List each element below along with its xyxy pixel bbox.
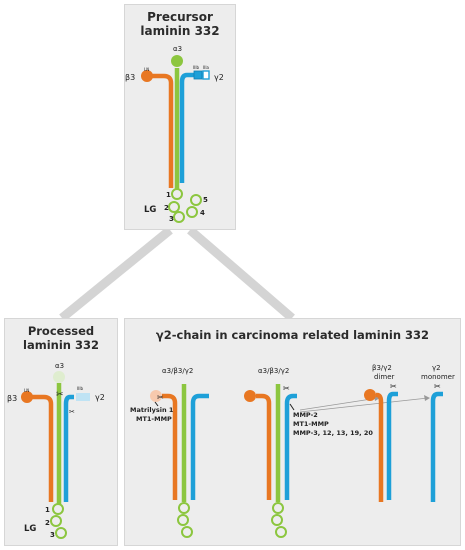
precursor-alpha3-globule — [171, 55, 183, 67]
enzyme-mt1mmp-a: MT1-MMP — [136, 415, 172, 423]
monomer-label-line1: γ2 — [432, 364, 441, 372]
lg-number-3: 3 — [169, 215, 174, 223]
processed-title: Processed laminin 332 — [5, 324, 117, 352]
lg-domain — [275, 526, 287, 538]
lg-number-4: 4 — [200, 209, 205, 217]
carcinoma-trimer-matrilysin: ✂ α3/β3/γ2 Matrilysin 1 MT1-MMP — [130, 367, 209, 538]
trimer1-gamma2-chain — [190, 393, 209, 500]
arrow-to-dimer — [299, 397, 379, 411]
lg-domain — [55, 527, 67, 539]
scissors-icon: ✂ — [157, 393, 164, 402]
enzyme-matrilysin: Matrilysin 1 — [130, 406, 174, 414]
processed-alpha3-cleaved-globule — [53, 371, 65, 383]
lg-domain — [272, 502, 284, 514]
lg-number-2: 2 — [164, 204, 169, 212]
precursor-beta3-globule — [141, 70, 153, 82]
precursor-beta3-domain-label: LN — [144, 67, 149, 72]
dimer-label-line1: β3/γ2 — [372, 364, 392, 372]
carcinoma-panel: γ2-chain in carcinoma related laminin 33… — [124, 318, 461, 546]
dimer-gamma2-chain — [386, 391, 398, 500]
trimer1-beta3-chain — [162, 393, 178, 500]
lg-domain — [52, 503, 64, 515]
precursor-beta3-label: β3 — [125, 73, 135, 82]
lg-number-3: 3 — [50, 531, 55, 539]
enzyme-mt1mmp-b: MT1-MMP — [293, 420, 329, 428]
processed-beta3-globule — [21, 391, 33, 403]
monomer-label-line2: monomer — [421, 373, 455, 381]
lg-domain — [186, 206, 198, 218]
cleaved-beta3-globule — [150, 390, 162, 402]
precursor-title: Precursor laminin 332 — [125, 10, 235, 38]
monomer-gamma2-chain — [430, 391, 443, 502]
processed-gamma2-chain — [63, 394, 74, 502]
processed-laminin: ✂ ✂ α3 β3 LN IIIb γ2 1 2 3 LG — [7, 362, 105, 539]
lg-domain — [171, 188, 183, 200]
precursor-gamma2-domain-label-a: IIIb — [193, 65, 200, 70]
precursor-title-line1: Precursor — [147, 10, 213, 24]
processed-alpha3-label: α3 — [55, 362, 64, 370]
precursor-title-line2: laminin 332 — [140, 24, 220, 38]
precursor-gamma2-chain — [179, 72, 203, 183]
dimer-label-line2: dimer — [374, 373, 395, 381]
connector-lines — [59, 226, 295, 322]
lg-number-1: 1 — [166, 191, 171, 199]
processed-gamma2-cleaved-domain — [76, 393, 90, 401]
lg-domain — [178, 502, 190, 514]
precursor-gamma2-domain-label-b: IIIa — [203, 65, 210, 70]
lg-number-2: 2 — [45, 519, 50, 527]
processed-beta3-label: β3 — [7, 394, 17, 403]
processed-gamma2-label: γ2 — [95, 393, 105, 402]
lg-domain — [181, 526, 193, 538]
precursor-laminin: α3 β3 LN IIIb IIIa γ2 1 2 3 4 5 LG — [125, 45, 224, 223]
scissors-icon: ✂ — [283, 384, 290, 393]
precursor-lg-domains — [168, 188, 202, 223]
precursor-gamma2-domain-iiia — [202, 70, 210, 80]
lg-domain — [168, 201, 180, 213]
precursor-alpha3-label: α3 — [173, 45, 182, 53]
scissors-icon: ✂ — [390, 382, 397, 391]
trimer1-label: α3/β3/γ2 — [162, 367, 193, 375]
lg-domain — [50, 515, 62, 527]
lg-domain — [190, 194, 202, 206]
lg-number-1: 1 — [45, 506, 50, 514]
processed-lg-domains — [50, 503, 67, 539]
precursor-beta3-chain — [150, 73, 174, 188]
scissors-icon: ✂ — [434, 382, 441, 391]
enzyme-arrow — [289, 403, 295, 411]
enzyme-mmps: MMP-3, 12, 13, 19, 20 — [293, 429, 373, 437]
scissors-icon: ✂ — [69, 408, 75, 416]
precursor-gamma2-domain-iiib — [193, 70, 203, 80]
processed-beta3-chain — [30, 394, 54, 502]
processed-gamma2-domain-label: IIIb — [77, 386, 84, 391]
carcinoma-monomer: ✂ γ2 monomer — [421, 364, 455, 502]
carcinoma-title: γ2-chain in carcinoma related laminin 33… — [155, 328, 430, 342]
trimer2-label: α3/β3/γ2 — [258, 367, 289, 375]
lg-domain — [177, 514, 189, 526]
trimer2-lg-domains — [271, 502, 287, 538]
lg-number-5: 5 — [203, 196, 208, 204]
processed-beta3-domain-label: LN — [24, 388, 29, 393]
lg-domain — [271, 514, 283, 526]
dimer-beta3-globule — [364, 389, 376, 401]
lg-domain — [173, 211, 185, 223]
arrow-head — [424, 395, 430, 401]
carcinoma-dimer: ✂ β3/γ2 dimer — [364, 364, 398, 502]
trimer1-lg-domains — [177, 502, 193, 538]
carcinoma-trimer-mmp: ✂ α3/β3/γ2 MMP-2 MT1-MMP MMP-3, 12, 13, … — [244, 367, 373, 538]
dimer-beta3-chain — [376, 392, 384, 502]
enzyme-mmp2: MMP-2 — [293, 411, 318, 419]
processed-title-line2: laminin 332 — [23, 338, 99, 352]
enzyme-arrow — [154, 401, 159, 407]
processed-lg-label: LG — [24, 524, 36, 534]
precursor-gamma2-label: γ2 — [214, 73, 224, 82]
precursor-lg-label: LG — [144, 205, 156, 215]
scissors-icon: ✂ — [56, 390, 64, 400]
trimer2-gamma2-chain — [284, 393, 297, 500]
trimer2-beta3-globule — [244, 390, 256, 402]
trimer2-beta3-chain — [256, 393, 272, 500]
arrow-to-monomer — [299, 397, 429, 413]
processed-title-line1: Processed — [27, 324, 95, 338]
